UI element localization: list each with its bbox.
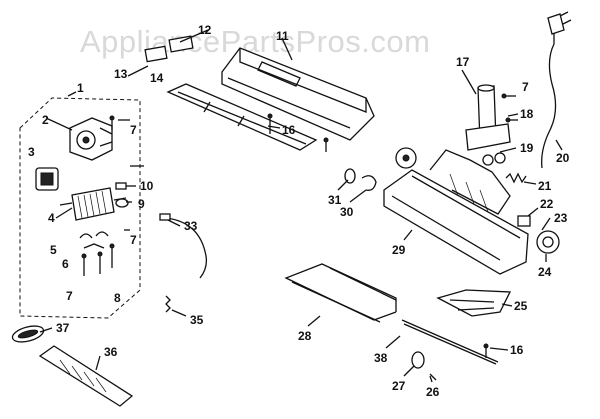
callout-13: 13 [114, 67, 128, 81]
callout-30: 30 [340, 205, 354, 219]
spring [165, 295, 171, 313]
callout-25: 25 [514, 299, 528, 313]
callout-14: 14 [150, 71, 164, 85]
callout-4: 4 [48, 211, 55, 225]
spring-21 [505, 172, 527, 184]
callout-7b: 7 [130, 233, 137, 247]
callout-23: 23 [554, 211, 568, 225]
callouts: 1 2 3 4 5 6 7 7 7 7 8 9 10 11 12 13 14 1… [28, 23, 570, 399]
callout-21: 21 [538, 179, 552, 193]
upper-cover [144, 35, 375, 152]
callout-36: 36 [104, 345, 118, 359]
cord [165, 217, 208, 279]
callout-33: 33 [184, 219, 198, 233]
callout-26: 26 [426, 385, 440, 399]
callout-10: 10 [140, 179, 154, 193]
callout-5: 5 [50, 243, 57, 257]
callout-12: 12 [198, 23, 212, 37]
callout-7d: 7 [522, 80, 529, 94]
callout-7c: 7 [66, 289, 73, 303]
handle-socket [465, 84, 518, 166]
base-housing [383, 147, 529, 275]
callout-11: 11 [276, 29, 289, 43]
callout-35: 35 [190, 313, 204, 327]
power-cord [541, 30, 557, 169]
bearing-27 [411, 351, 425, 369]
callout-7a: 7 [130, 123, 137, 137]
motor-assembly [19, 97, 141, 319]
bottom-plate [401, 289, 512, 381]
callout-24: 24 [538, 265, 552, 279]
brushroll [11, 325, 134, 407]
wheel-24 [536, 230, 560, 254]
callout-37: 37 [56, 321, 70, 335]
callout-29: 29 [392, 243, 406, 257]
callout-16b: 16 [510, 343, 524, 357]
callout-8: 8 [114, 291, 121, 305]
callout-2: 2 [42, 113, 49, 127]
watermark: AppliancePartsPros.com [80, 24, 430, 59]
callout-17: 17 [456, 55, 470, 69]
callout-16a: 16 [282, 123, 296, 137]
callout-9: 9 [138, 197, 145, 211]
part-31 [344, 168, 356, 184]
callout-1: 1 [77, 81, 84, 95]
plug-22 [517, 215, 531, 227]
part-30 [361, 175, 377, 191]
callout-31: 31 [328, 193, 342, 207]
callout-19: 19 [520, 141, 534, 155]
callout-6: 6 [62, 257, 69, 271]
callout-22: 22 [540, 197, 554, 211]
callout-18: 18 [520, 107, 534, 121]
callout-27: 27 [392, 379, 406, 393]
callout-38: 38 [374, 351, 388, 365]
callout-3: 3 [28, 145, 35, 159]
handle-bail [284, 263, 397, 321]
callout-28: 28 [298, 329, 312, 343]
callout-20: 20 [556, 151, 570, 165]
